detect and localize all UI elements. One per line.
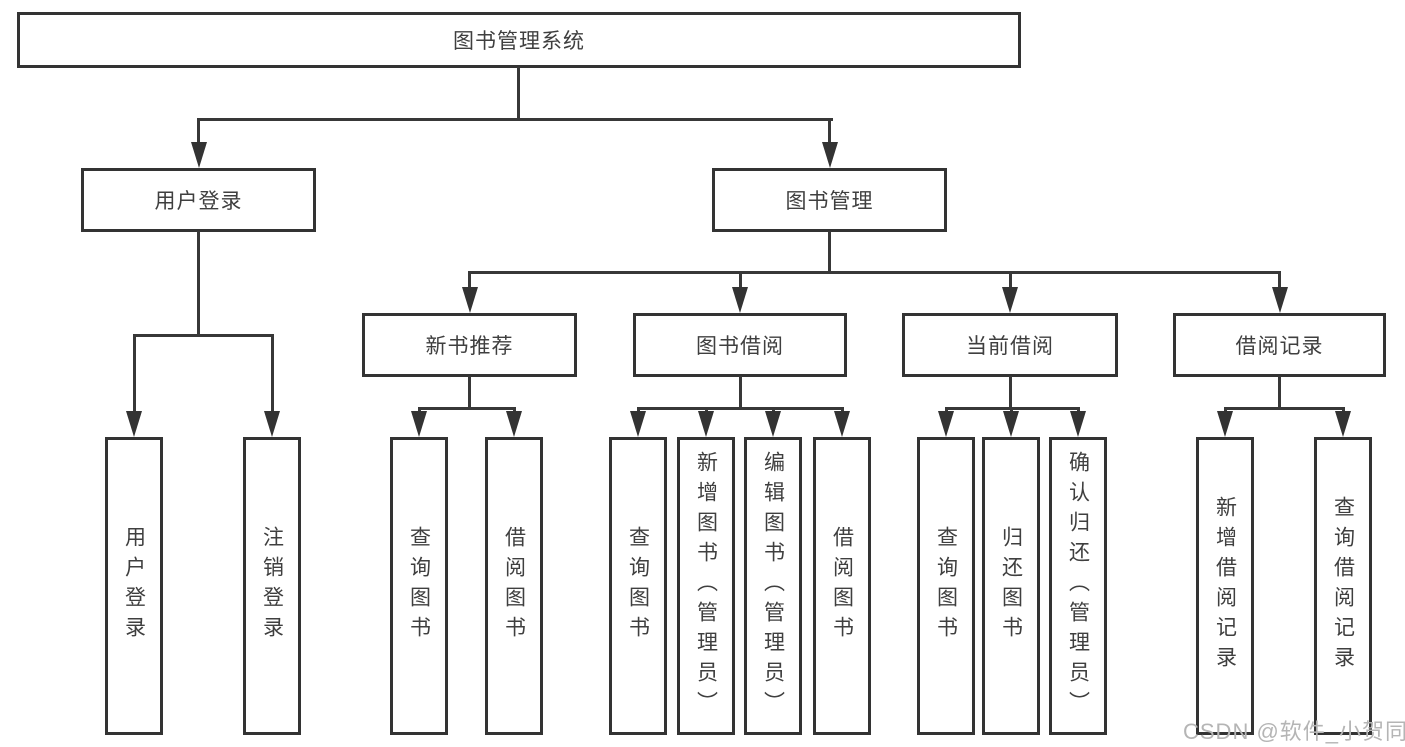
leaf-return-books: 归还图书: [982, 437, 1040, 735]
leaf-query-borrow-record: 查询借阅记录: [1314, 437, 1372, 735]
leaf-logout-login: 注销登录: [243, 437, 301, 735]
arrow-down-icon: [1335, 411, 1351, 437]
arrow-down-icon: [834, 411, 850, 437]
arrow-down-icon: [630, 411, 646, 437]
arrow-down-icon: [1003, 411, 1019, 437]
leaf-add-borrow-record-label: 新增借阅记录: [1213, 496, 1237, 676]
leaf-confirm-return-admin-label: 确认归还（管理员）: [1066, 451, 1090, 721]
arrow-down-icon: [821, 142, 838, 168]
edge-line: [738, 270, 742, 291]
arrow-down-icon: [411, 411, 427, 437]
node-library-system: 图书管理系统: [17, 12, 1021, 68]
leaf-query-books-current: 查询图书: [917, 437, 975, 735]
arrow-down-icon: [506, 411, 522, 437]
edge-line: [132, 333, 136, 415]
node-borrowing-records-label: 借阅记录: [1235, 335, 1324, 358]
leaf-logout-login-label: 注销登录: [260, 526, 284, 646]
leaf-add-borrow-record: 新增借阅记录: [1196, 437, 1254, 735]
node-current-borrowing-label: 当前借阅: [966, 335, 1054, 358]
leaf-add-books-admin-label: 新增图书（管理员）: [694, 451, 718, 721]
edge-line: [1008, 270, 1012, 291]
node-user-login-label: 用户登录: [154, 190, 243, 213]
edge-line: [828, 117, 831, 146]
leaf-return-books-label: 归还图书: [999, 526, 1023, 646]
edge-line: [1223, 406, 1345, 410]
leaf-query-books-recommend-label: 查询图书: [407, 526, 431, 646]
leaf-borrow-books-recommend: 借阅图书: [485, 437, 543, 735]
edge-line: [197, 117, 200, 146]
edge-line: [468, 376, 471, 409]
edge-line: [1278, 376, 1281, 409]
arrow-down-icon: [1217, 411, 1233, 437]
edge-line: [468, 270, 1281, 274]
arrow-down-icon: [732, 287, 748, 313]
edge-line: [468, 270, 471, 291]
leaf-edit-books-admin: 编辑图书（管理员）: [744, 437, 802, 735]
leaf-borrow-books-borrowing: 借阅图书: [813, 437, 871, 735]
arrow-down-icon: [1271, 287, 1288, 313]
arrow-down-icon: [264, 411, 280, 437]
arrow-down-icon: [765, 411, 781, 437]
node-new-book-recommend-label: 新书推荐: [425, 335, 514, 358]
node-current-borrowing: 当前借阅: [902, 313, 1118, 377]
leaf-borrow-books-recommend-label: 借阅图书: [502, 526, 526, 646]
arrow-down-icon: [461, 287, 478, 313]
arrow-down-icon: [126, 411, 142, 437]
edge-line: [132, 333, 274, 337]
node-book-borrowing-label: 图书借阅: [696, 335, 784, 358]
arrow-down-icon: [698, 411, 714, 437]
edge-line: [1278, 270, 1281, 291]
leaf-user-login: 用户登录: [105, 437, 163, 735]
arrow-down-icon: [190, 142, 207, 168]
watermark: CSDN @软件_小贺同学: [1183, 719, 1405, 744]
leaf-query-books-borrowing-label: 查询图书: [626, 526, 650, 646]
arrow-down-icon: [1002, 287, 1018, 313]
edge-line: [828, 231, 831, 273]
edge-line: [738, 376, 742, 409]
edge-line: [1008, 376, 1012, 409]
leaf-edit-books-admin-label: 编辑图书（管理员）: [761, 451, 785, 721]
node-book-borrowing: 图书借阅: [633, 313, 847, 377]
node-book-management-label: 图书管理: [785, 190, 874, 213]
edge-line: [636, 406, 844, 410]
edge-line: [417, 406, 516, 410]
arrow-down-icon: [1070, 411, 1086, 437]
leaf-borrow-books-borrowing-label: 借阅图书: [830, 526, 854, 646]
node-user-login: 用户登录: [81, 168, 316, 232]
edge-line: [197, 117, 833, 121]
leaf-confirm-return-admin: 确认归还（管理员）: [1049, 437, 1107, 735]
node-new-book-recommend: 新书推荐: [362, 313, 577, 377]
arrow-down-icon: [938, 411, 954, 437]
edge-line: [270, 333, 274, 415]
leaf-query-books-recommend: 查询图书: [390, 437, 448, 735]
leaf-add-books-admin: 新增图书（管理员）: [677, 437, 735, 735]
node-library-system-label: 图书管理系统: [453, 30, 585, 53]
edge-line: [197, 231, 200, 336]
leaf-query-books-current-label: 查询图书: [934, 526, 958, 646]
leaf-query-borrow-record-label: 查询借阅记录: [1331, 496, 1355, 676]
leaf-user-login-label: 用户登录: [122, 526, 146, 646]
node-borrowing-records: 借阅记录: [1173, 313, 1386, 377]
leaf-query-books-borrowing: 查询图书: [609, 437, 667, 735]
edge-line: [516, 67, 520, 119]
node-book-management: 图书管理: [712, 168, 947, 232]
